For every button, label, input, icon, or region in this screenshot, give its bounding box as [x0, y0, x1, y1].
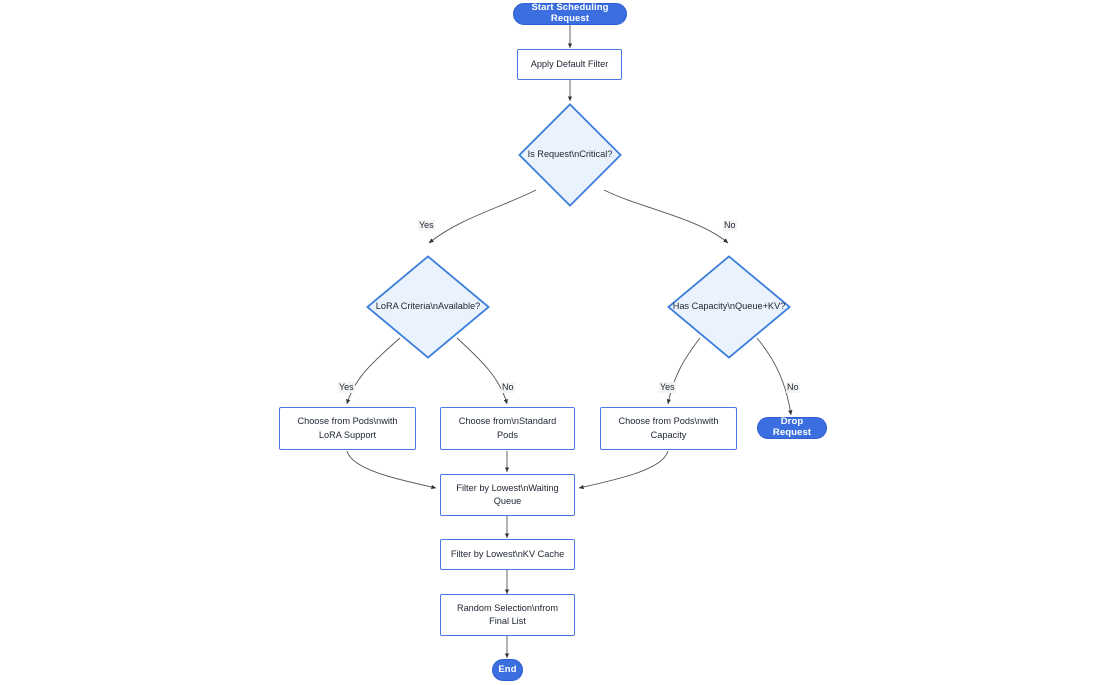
- edge-label-capacity-no: No: [786, 382, 800, 393]
- node-choose-from-standard-pods[interactable]: Choose from\nStandard Pods: [440, 407, 575, 450]
- node-label: Filter by Lowest\nKV Cache: [450, 548, 565, 559]
- node-end[interactable]: End: [492, 659, 523, 681]
- node-label: End: [498, 663, 517, 675]
- node-label-line-2: Queue: [493, 496, 522, 506]
- node-label-line-1: Choose from Pods\nwith: [297, 416, 398, 427]
- node-label-line-2: Capacity: [650, 429, 687, 440]
- edge-is-critical-no-to-capacity: [603, 189, 729, 244]
- node-start-scheduling-request[interactable]: Start Scheduling Request: [513, 2, 627, 25]
- node-label-line-1: Random Selection\nfrom: [456, 602, 559, 613]
- node-filter-by-lowest-waiting-queue[interactable]: Filter by Lowest\nWaiting Queue: [440, 474, 575, 516]
- edge-label-lora-yes: Yes: [338, 382, 355, 393]
- edge-is-critical-yes-to-lora: [428, 189, 537, 244]
- node-filter-by-lowest-kv-cache[interactable]: Filter by Lowest\nKV Cache: [440, 539, 575, 570]
- diamond-shape-icon: [518, 103, 622, 207]
- node-label: LoRA Criteria\nAvailable?: [375, 301, 481, 312]
- node-label-line-2: LoRA Support: [318, 429, 377, 440]
- edge-label-critical-no: No: [723, 220, 737, 231]
- edge-choose-capacity-pods-to-filter-queue: [578, 450, 669, 490]
- node-label: Has Capacity\nQueue+KV?: [672, 301, 786, 312]
- node-random-selection-from-final-list[interactable]: Random Selection\nfrom Final List: [440, 594, 575, 636]
- node-label: Start Scheduling Request: [531, 2, 609, 24]
- edge-capacity-yes-to-choose-capacity-pods: [666, 337, 701, 405]
- node-lora-criteria-available[interactable]: LoRA Criteria\nAvailable?: [366, 255, 490, 359]
- node-label-line-1: Choose from Pods\nwith: [618, 416, 719, 427]
- node-apply-default-filter[interactable]: Apply Default Filter: [517, 49, 622, 80]
- node-label: Drop Request: [772, 416, 812, 438]
- edge-label-critical-yes: Yes: [418, 220, 435, 231]
- node-label-line-2: Pods: [497, 429, 518, 440]
- node-choose-pods-with-lora-support[interactable]: Choose from Pods\nwith LoRA Support: [279, 407, 416, 450]
- edge-lora-yes-to-choose-lora-pods: [346, 337, 401, 405]
- node-label: Is Request\nCritical?: [527, 149, 613, 160]
- edge-lora-no-to-choose-standard-pods: [456, 337, 508, 405]
- diamond-shape-icon: [366, 255, 490, 359]
- edge-choose-lora-pods-to-filter-queue: [346, 450, 437, 490]
- node-label-line-1: Choose from\nStandard: [458, 416, 557, 427]
- edge-capacity-no-to-drop-request: [756, 337, 793, 416]
- node-label-line-2: Final List: [489, 616, 526, 626]
- diamond-shape-icon: [667, 255, 791, 359]
- node-is-request-critical[interactable]: Is Request\nCritical?: [518, 103, 622, 207]
- node-choose-pods-with-capacity[interactable]: Choose from Pods\nwith Capacity: [600, 407, 737, 450]
- node-label-line-1: Filter by Lowest\nWaiting: [456, 482, 559, 493]
- node-drop-request[interactable]: Drop Request: [757, 416, 827, 439]
- edge-label-capacity-yes: Yes: [659, 382, 676, 393]
- node-label: Apply Default Filter: [530, 58, 609, 69]
- edge-label-lora-no: No: [501, 382, 515, 393]
- node-has-capacity-queue-kv[interactable]: Has Capacity\nQueue+KV?: [667, 255, 791, 359]
